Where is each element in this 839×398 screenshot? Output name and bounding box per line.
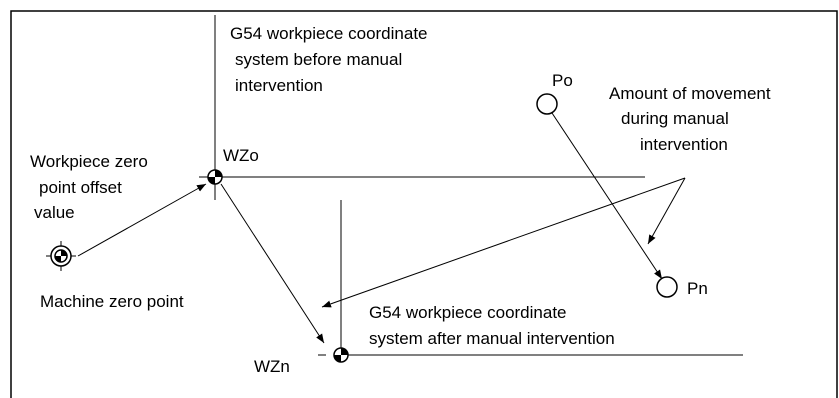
amount-movement-line2: during manual bbox=[621, 109, 729, 128]
po-point-circle bbox=[536, 93, 558, 115]
leader-to-point-arrow bbox=[647, 177, 686, 245]
wzo-zero-point-symbol bbox=[199, 161, 231, 193]
g54-before-line1: G54 workpiece coordinate bbox=[230, 24, 428, 43]
point-move-arrow bbox=[551, 112, 663, 280]
po-label: Po bbox=[552, 71, 573, 90]
diagram-border bbox=[10, 10, 838, 398]
offset-value-line3: value bbox=[34, 203, 75, 222]
wzn-zero-point-symbol bbox=[333, 347, 349, 363]
shift-arrow-diagonal bbox=[220, 183, 325, 344]
wzo-label: WZo bbox=[223, 146, 259, 165]
leader-to-wzn-arrow bbox=[321, 177, 686, 308]
amount-movement-line1: Amount of movement bbox=[609, 84, 771, 103]
offset-arrow bbox=[77, 183, 207, 257]
machine-zero-label: Machine zero point bbox=[40, 292, 184, 311]
pn-label: Pn bbox=[687, 279, 708, 298]
offset-value-line2: point offset bbox=[39, 178, 122, 197]
g54-before-line3: intervention bbox=[235, 76, 323, 95]
offset-value-line1: Workpiece zero bbox=[30, 152, 148, 171]
machine-zero-symbol bbox=[46, 241, 76, 271]
wzn-label: WZn bbox=[254, 357, 290, 376]
g54-before-line2: system before manual bbox=[235, 50, 402, 69]
amount-movement-line3: intervention bbox=[640, 135, 728, 154]
g54-after-line1: G54 workpiece coordinate bbox=[369, 303, 567, 322]
pn-point-circle bbox=[656, 276, 678, 298]
g54-after-line2: system after manual intervention bbox=[369, 329, 615, 348]
